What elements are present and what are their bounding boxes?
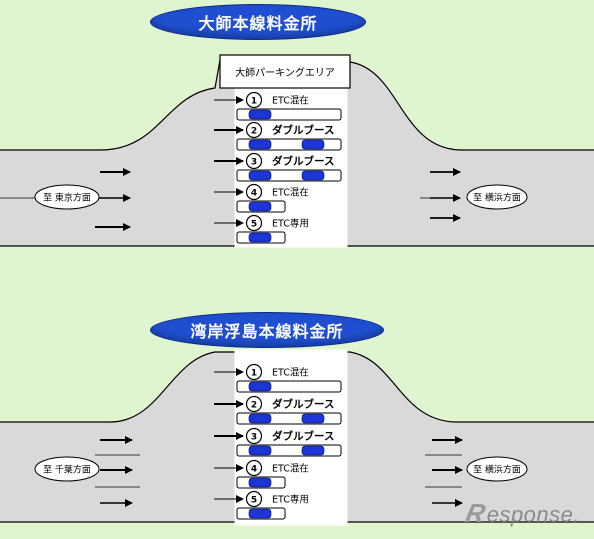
lane-number-circle	[245, 214, 263, 232]
car-icon	[248, 381, 272, 392]
lane-number-circle	[245, 91, 263, 109]
lane-number-circle	[245, 459, 263, 477]
lane-label: ETC混在	[272, 463, 309, 475]
toll-lane-1: 1 ETC混在	[214, 91, 342, 121]
lane-label: ダブルブース	[272, 124, 334, 137]
lane-number-circle	[245, 427, 263, 445]
lane-label: ETC専用	[272, 494, 309, 506]
toll-lane-4: 4 ETC混在	[214, 459, 309, 489]
lane-label: ダブルブース	[272, 430, 334, 443]
response-watermark: Response.	[463, 498, 580, 528]
car-icon	[301, 413, 325, 424]
destination-left-label: 至 千葉方面	[43, 464, 91, 476]
car-icon	[248, 139, 272, 150]
toll-lane-5: 5 ETC専用	[214, 214, 309, 244]
toll-lane-2: 2 ダブルブース	[214, 121, 342, 151]
lane-label: ETC混在	[272, 95, 309, 107]
lane-number: 5	[251, 220, 257, 230]
diagram-title-daishi: 大師本線料金所	[150, 4, 366, 40]
lane-number: 1	[251, 97, 257, 107]
parking-area-label: 大師パーキングエリア	[235, 66, 335, 79]
lane-label: ETC専用	[272, 218, 309, 230]
lane-number-circle	[245, 490, 263, 508]
toll-lane-1: 1 ETC混在	[214, 363, 342, 393]
destination-bubble-right	[466, 184, 528, 210]
parking-area-sign	[219, 54, 351, 89]
lane-number: 4	[251, 189, 257, 199]
diagram-title-wangan-ukishima: 湾岸浮島本線料金所	[150, 312, 384, 348]
destination-right-label: 至 横浜方面	[473, 192, 521, 204]
toll-lane-4: 4 ETC混在	[214, 183, 309, 213]
car-icon	[248, 201, 272, 212]
car-icon	[301, 139, 325, 150]
lane-number: 3	[251, 433, 257, 443]
car-icon	[248, 445, 272, 456]
lane-label: ETC混在	[272, 187, 309, 199]
car-icon	[248, 109, 272, 120]
lane-number-circle	[245, 121, 263, 139]
lane-number-circle	[245, 395, 263, 413]
destination-bubble-left	[34, 456, 100, 482]
destination-left-label: 至 東京方面	[43, 192, 91, 204]
lane-label: ダブルブース	[272, 398, 334, 411]
lane-number-circle	[245, 152, 263, 170]
lane-number: 2	[251, 401, 257, 411]
lane-number: 3	[251, 158, 257, 168]
lane-number: 2	[251, 127, 257, 137]
watermark-text: esponse.	[486, 502, 580, 527]
toll-lane-3: 3 ダブルブース	[214, 427, 342, 457]
lane-number: 5	[251, 496, 257, 506]
car-icon	[248, 477, 272, 488]
destination-bubble-left	[34, 184, 100, 210]
lane-number: 4	[251, 465, 257, 475]
lane-number-circle	[245, 183, 263, 201]
car-icon	[248, 508, 272, 519]
lane-number-circle	[245, 363, 263, 381]
car-icon	[248, 413, 272, 424]
lane-label: ダブルブース	[272, 155, 334, 168]
toll-lane-2: 2 ダブルブース	[214, 395, 342, 425]
car-icon	[301, 445, 325, 456]
lane-number: 1	[251, 369, 257, 379]
car-icon	[248, 170, 272, 181]
destination-right-label: 至 横浜方面	[473, 464, 521, 476]
lane-label: ETC混在	[272, 367, 309, 379]
destination-bubble-right	[466, 456, 528, 482]
toll-lane-5: 5 ETC専用	[214, 490, 309, 520]
car-icon	[301, 170, 325, 181]
toll-lane-3: 3 ダブルブース	[214, 152, 342, 182]
car-icon	[248, 232, 272, 243]
